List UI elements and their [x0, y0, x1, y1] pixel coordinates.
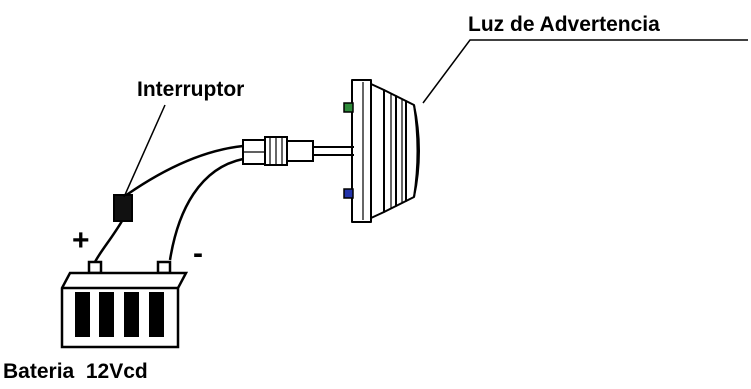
plug-connector — [242, 136, 314, 166]
negative-sign: - — [193, 237, 203, 270]
wire-to-positive — [93, 220, 124, 263]
lamp-leader-line — [422, 39, 748, 104]
switch — [113, 194, 133, 222]
wire-to-negative — [168, 157, 244, 261]
battery-cells — [75, 292, 164, 337]
positive-sign: + — [72, 224, 90, 257]
battery-terminal-positive — [87, 260, 103, 275]
warning-light-label: Luz de Advertencia — [468, 13, 660, 36]
switch-leader-line — [123, 104, 166, 198]
switch-label: Interruptor — [137, 78, 245, 101]
wire-to-switch — [124, 144, 244, 198]
lamp-terminal-bottom — [343, 188, 354, 199]
lamp-terminal-top — [343, 102, 354, 113]
battery-terminal-negative — [156, 260, 172, 275]
warning-light — [351, 79, 420, 223]
lamp-wires — [312, 146, 354, 156]
lamp-terminals — [343, 102, 354, 199]
battery-label: Bateria 12Vcd — [3, 360, 148, 383]
